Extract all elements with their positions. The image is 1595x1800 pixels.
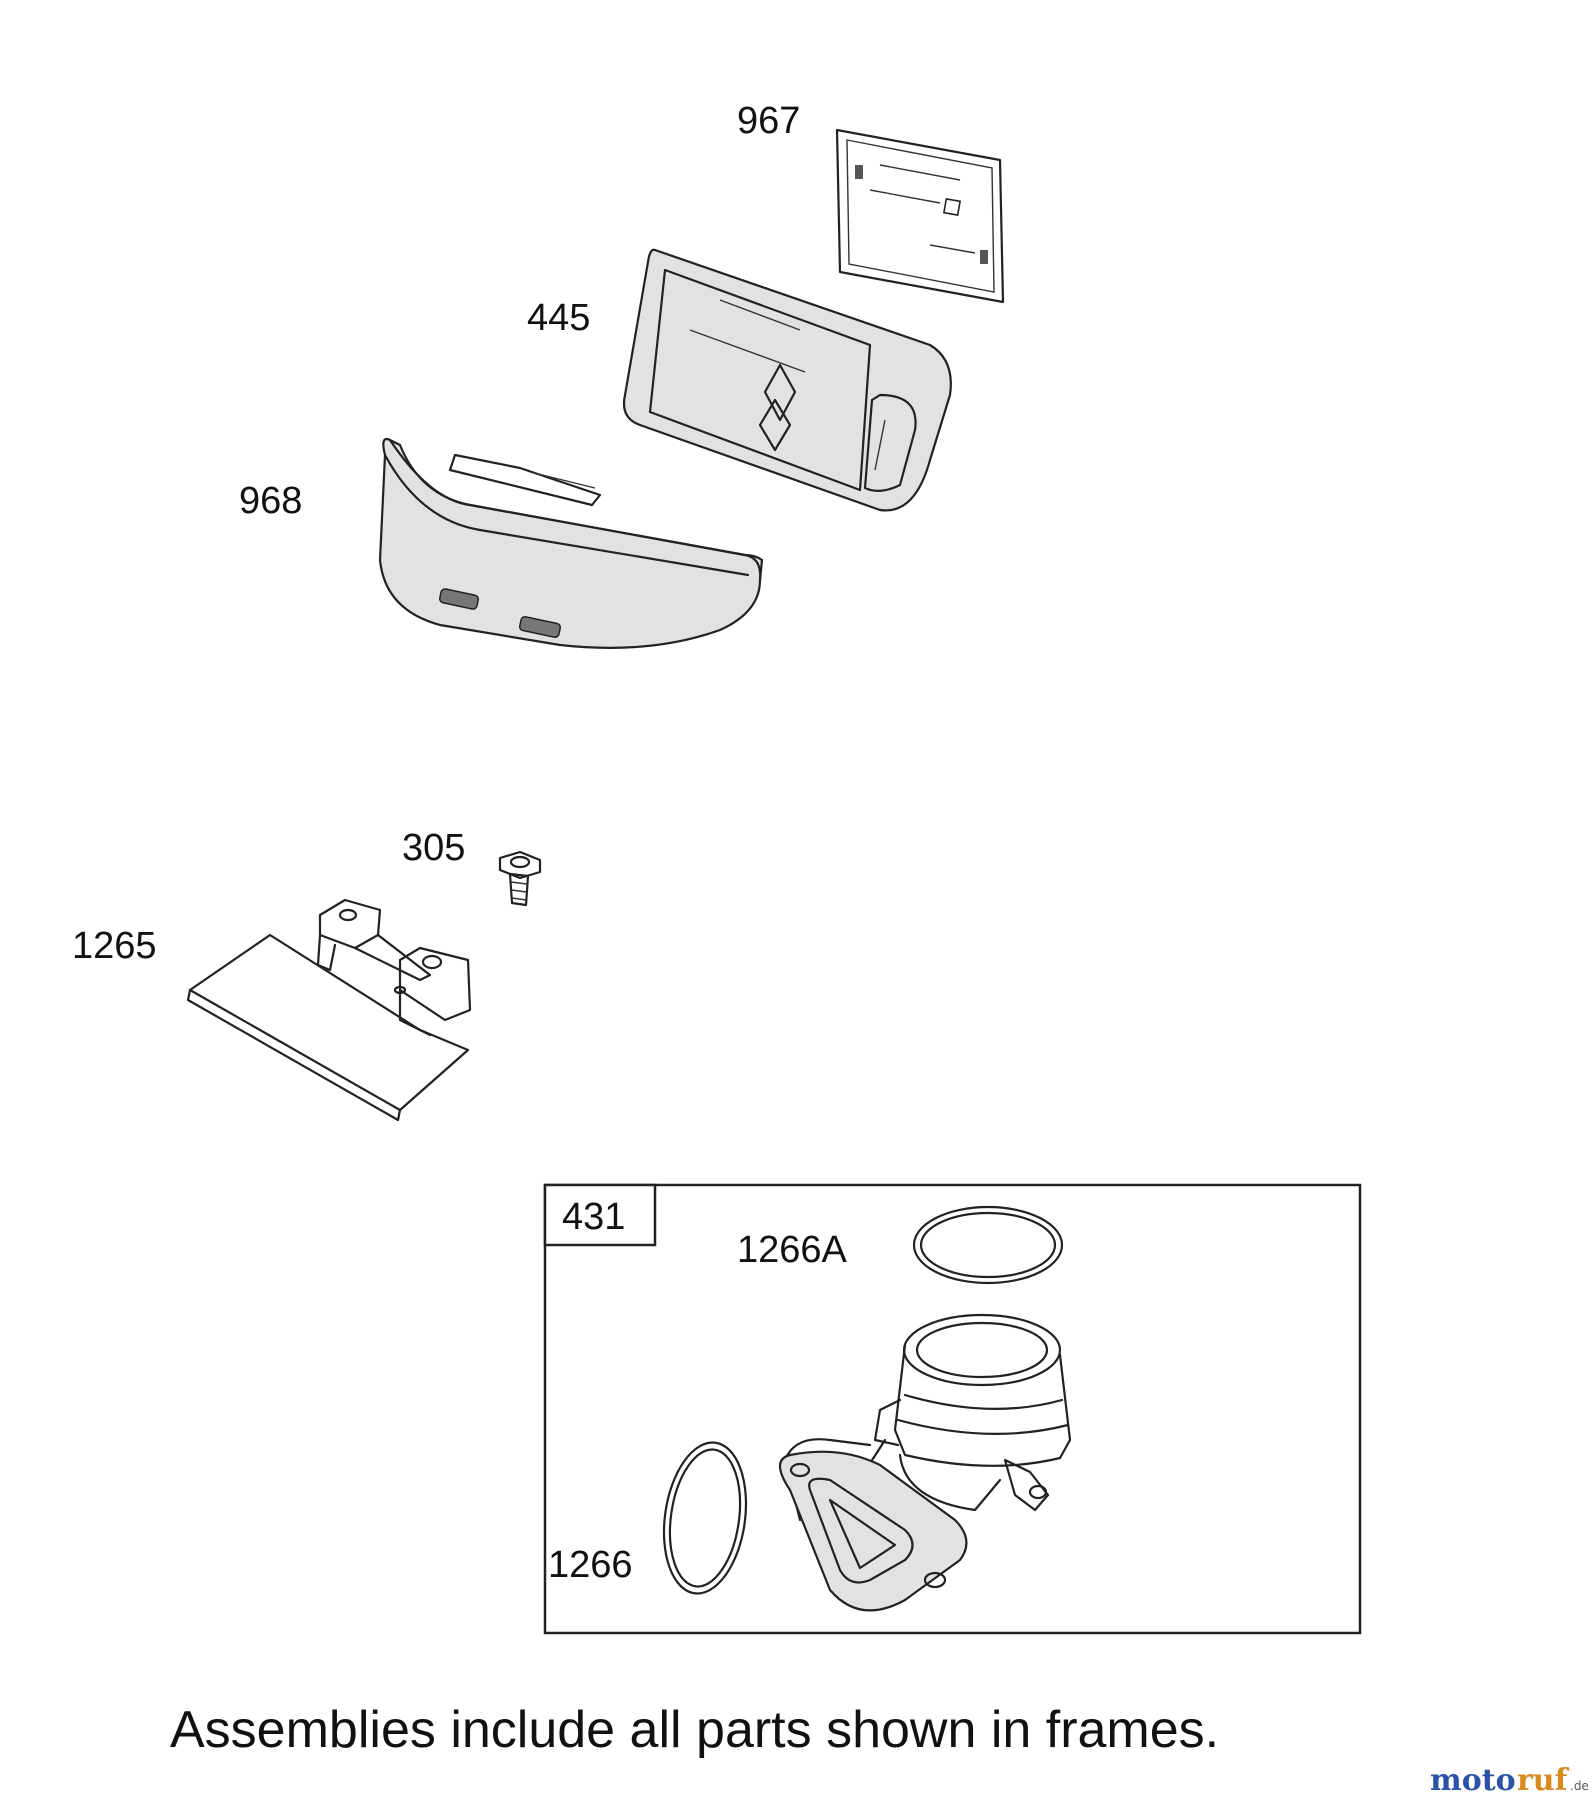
part-1266A-o-ring (912, 1205, 1064, 1285)
part-445-cover (622, 248, 952, 512)
watermark-part2: ruf (1517, 1763, 1570, 1798)
part-968-housing (378, 437, 764, 649)
watermark-part1: moto (1430, 1763, 1516, 1798)
label-305: 305 (402, 827, 465, 869)
label-1265: 1265 (72, 925, 157, 967)
watermark-suffix: .de (1570, 1779, 1589, 1793)
watermark-logo: moto ruf .de (1430, 1763, 1589, 1798)
label-1266A: 1266A (737, 1229, 848, 1271)
part-1266-o-ring (662, 1441, 748, 1595)
part-1265-bracket (186, 898, 472, 1122)
label-431: 431 (562, 1196, 625, 1238)
intake-elbow (778, 1313, 1072, 1612)
label-968: 968 (239, 480, 302, 522)
frame-431 (543, 1183, 1362, 1635)
label-445: 445 (527, 297, 590, 339)
label-1266: 1266 (548, 1544, 633, 1586)
part-305-screw (498, 850, 542, 907)
label-967: 967 (737, 100, 800, 142)
part-967-decal (835, 128, 1005, 304)
footer-caption: Assemblies include all parts shown in fr… (170, 1701, 1219, 1759)
